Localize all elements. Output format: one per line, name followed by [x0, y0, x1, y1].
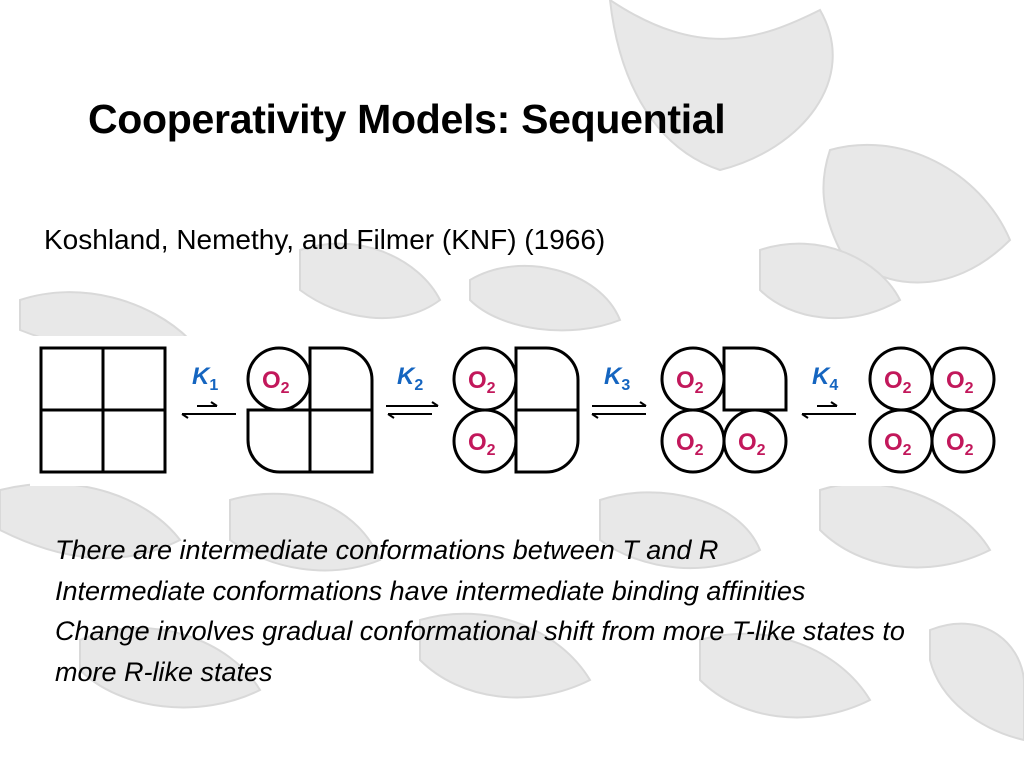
bullet-item: Intermediate conformations have intermed…	[55, 575, 806, 606]
svg-text:O2: O2	[946, 429, 974, 459]
state-4-bound: O2 O2 O2 O2	[868, 346, 996, 474]
svg-text:K4: K4	[812, 363, 838, 394]
slide-title: Cooperativity Models: Sequential	[88, 96, 726, 142]
svg-text:K1: K1	[192, 363, 218, 394]
k1-main: K	[192, 363, 211, 390]
arrow-k2	[386, 401, 439, 419]
equilibrium-k3: K3	[591, 363, 647, 419]
equilibrium-k4: K4	[801, 363, 856, 419]
svg-text:O2: O2	[738, 429, 766, 459]
svg-text:O2: O2	[676, 367, 704, 397]
svg-text:O2: O2	[884, 367, 912, 397]
slide-subtitle: Koshland, Nemethy, and Filmer (KNF) (196…	[44, 224, 606, 255]
arrow-k1	[181, 401, 236, 419]
arrow-k3	[591, 401, 647, 419]
svg-text:O2: O2	[468, 367, 496, 397]
svg-text:K3: K3	[604, 363, 630, 394]
state-0-bound	[39, 346, 167, 474]
svg-text:O2: O2	[468, 429, 496, 459]
svg-text:O2: O2	[262, 367, 290, 397]
state-1-bound: O2	[246, 346, 374, 474]
arrow-k4	[801, 401, 856, 419]
bullet-item: There are intermediate conformations bet…	[55, 535, 719, 565]
state-2-bound: O2 O2	[452, 346, 580, 474]
equilibrium-k1: K1	[181, 363, 236, 419]
svg-text:O2: O2	[884, 429, 912, 459]
svg-text:O2: O2	[676, 429, 704, 459]
state-3-bound: O2 O2 O2	[660, 346, 788, 474]
bullet-item: Change involves gradual conformational s…	[55, 616, 905, 687]
k1-sub: 1	[209, 377, 218, 394]
bullet-list: There are intermediate conformations bet…	[55, 530, 955, 692]
svg-text:O2: O2	[946, 367, 974, 397]
equilibrium-k2: K2	[386, 363, 439, 419]
svg-text:K2: K2	[397, 363, 423, 394]
